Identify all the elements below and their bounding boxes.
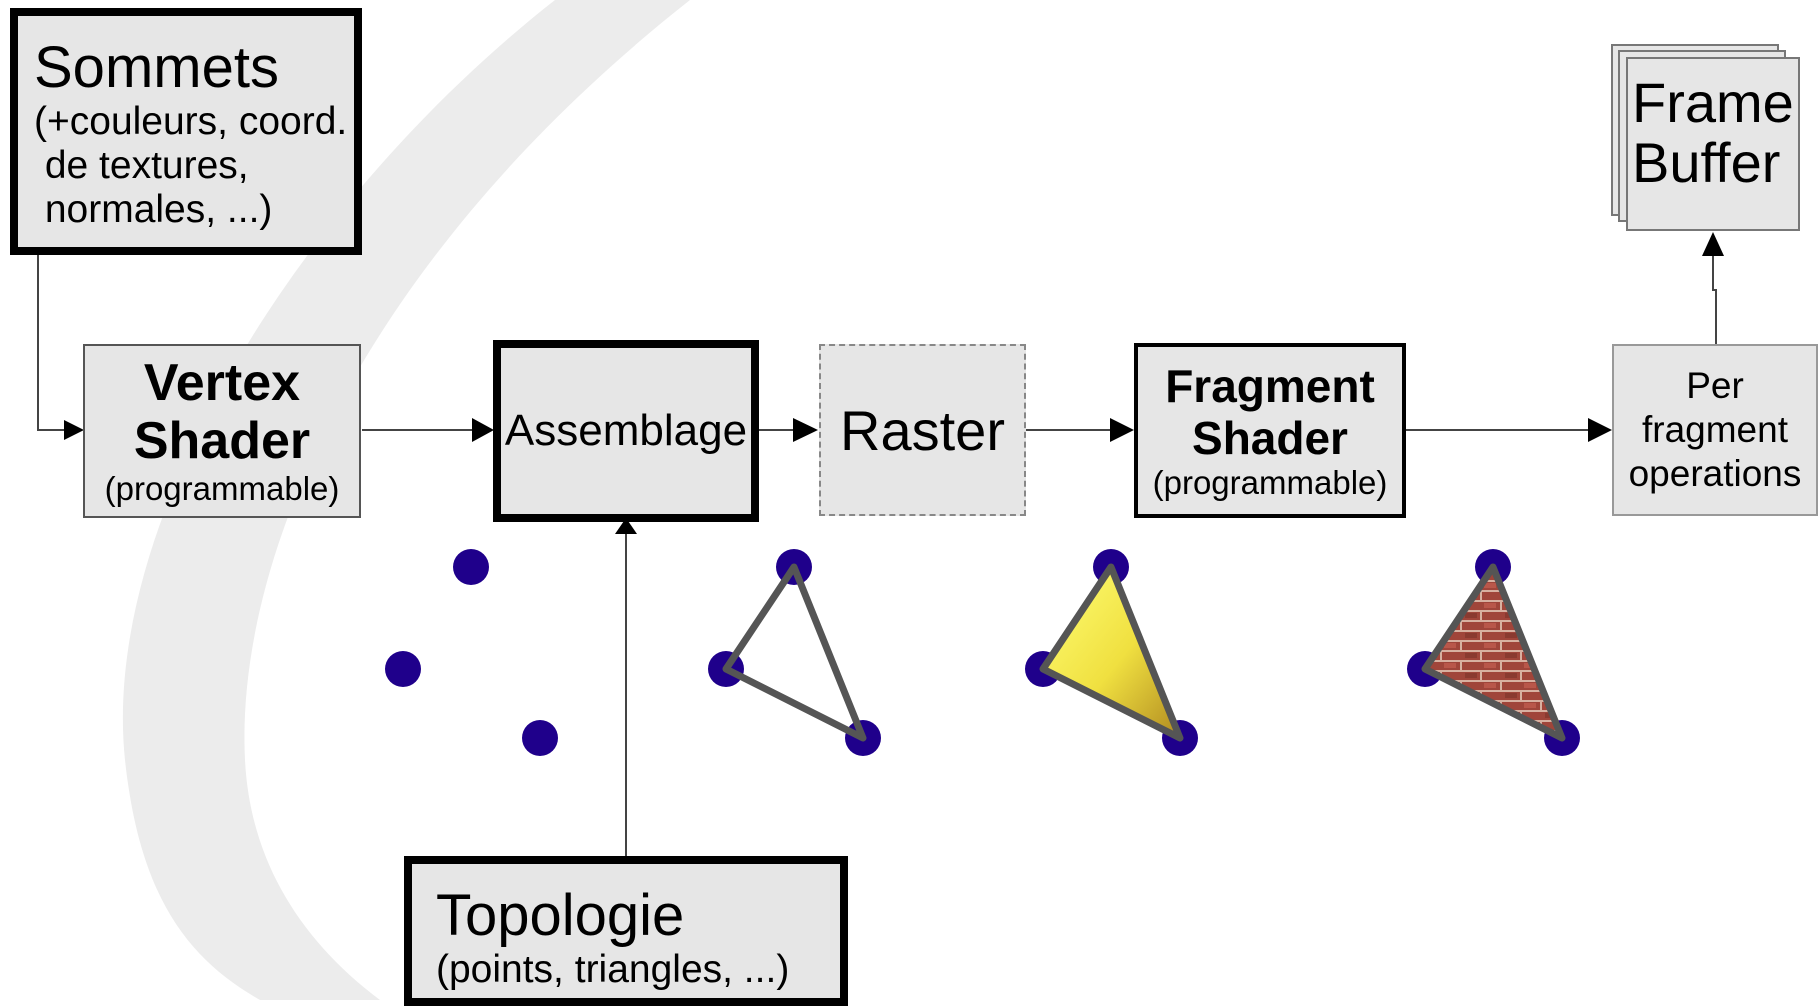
vertex-point	[385, 651, 421, 687]
assembled-triangle	[722, 563, 867, 742]
vertex-shader-box: Vertex Shader (programmable)	[83, 344, 361, 518]
vertex-shader-title-2: Shader	[133, 412, 311, 470]
arrowhead	[472, 418, 494, 442]
per-fragment-operations-box: Per fragment operations	[1612, 344, 1818, 516]
rasterized-triangle	[1039, 563, 1184, 742]
per-fragment-line-1: Per	[1686, 365, 1744, 406]
fragment-shader-box: Fragment Shader (programmable)	[1134, 343, 1406, 518]
sommets-line-3: normales, ...)	[34, 188, 273, 231]
raster-label: Raster	[840, 398, 1005, 462]
arrowhead	[64, 420, 84, 440]
frame-buffer-line-2: Buffer	[1632, 131, 1781, 194]
sommets-title: Sommets	[34, 35, 279, 100]
sommets-line-2: de textures,	[34, 144, 249, 187]
topologie-sub: (points, triangles, ...)	[436, 948, 790, 991]
sommets-line-1: (+couleurs, coord.	[34, 100, 348, 143]
frame-buffer-line-1: Frame	[1632, 71, 1794, 134]
arrowhead	[1588, 418, 1612, 442]
sommets-box: Sommets (+couleurs, coord. de textures, …	[10, 8, 362, 255]
fragment-shader-sub: (programmable)	[1152, 463, 1388, 501]
vertex-shader-title-1: Vertex	[143, 354, 301, 412]
topologie-box: Topologie (points, triangles, ...)	[404, 856, 848, 1006]
vertex-point	[522, 720, 558, 756]
arrowhead	[615, 518, 637, 534]
topologie-title: Topologie	[436, 883, 685, 948]
arrowhead	[1110, 418, 1134, 442]
fragment-shader-title-1: Fragment	[1165, 359, 1375, 412]
textured-triangle	[1421, 563, 1566, 742]
vertex-point	[453, 549, 489, 585]
raster-box: Raster	[819, 344, 1026, 516]
assemblage-box: Assemblage	[493, 340, 759, 522]
arrowhead	[1702, 232, 1724, 256]
assemblage-label: Assemblage	[504, 406, 748, 455]
arrowhead	[793, 418, 818, 442]
fragment-shader-title-2: Shader	[1192, 411, 1348, 464]
perfragment-to-framebuffer-connector	[1712, 254, 1717, 344]
per-fragment-line-2: fragment	[1641, 409, 1788, 450]
frame-buffer-box: Frame Buffer	[1626, 57, 1800, 231]
vertex-shader-sub: (programmable)	[104, 470, 340, 507]
sommets-to-vertex-connector	[37, 252, 76, 431]
per-fragment-line-3: operations	[1628, 453, 1802, 494]
